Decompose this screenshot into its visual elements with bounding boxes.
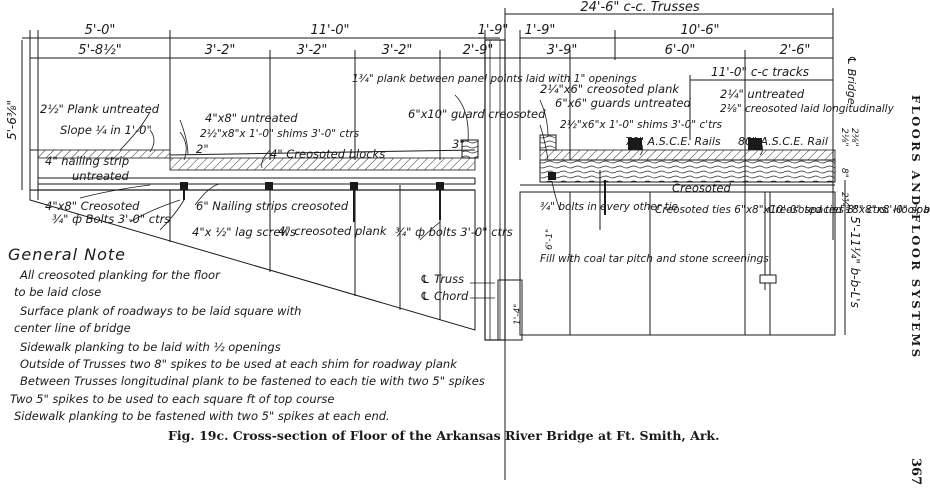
label-slope: Slope ¼ in 1'-0" xyxy=(60,123,152,137)
running-head-text: FLOORS AND FLOOR SYSTEMS xyxy=(909,95,923,360)
leader-lines xyxy=(79,94,763,299)
label-ties-b: Creosoted ties 8"x8"x8'-0" spaced 18" ct… xyxy=(768,204,930,216)
deck-structure xyxy=(29,39,836,341)
dim-bridge-cl: ℄ Bridge xyxy=(845,55,858,104)
dim-mid-b: 1'-9" xyxy=(525,23,556,38)
dim-row2-4: 2'-9" xyxy=(463,43,494,58)
dim-row2-5: 3'-9" xyxy=(547,43,578,58)
dim-height-right: 5'-11¼" b-b-L's xyxy=(848,216,862,308)
label-plank-untreated: 2½" Plank untreated xyxy=(40,102,160,116)
label-untreated-4x8: 4"x8" untreated xyxy=(205,111,298,125)
dim-top-span: 24'-6" c-c. Trusses xyxy=(580,0,699,15)
label-rails-70: 70" A.S.C.E. Rails xyxy=(625,135,721,148)
dim-mid-a: 1'-9" xyxy=(478,23,509,38)
label-guards-untreated: 6"x6" guards untreated xyxy=(555,96,692,110)
dim-right-a: 10'-6" xyxy=(680,23,719,38)
dim-height-left: 5'-6⅜" xyxy=(5,100,19,140)
general-note-line: Two 5" spikes to be used to each square … xyxy=(10,392,335,406)
dim-left-b: 11'-0" xyxy=(310,23,349,38)
label-two-inch: 2" xyxy=(196,142,209,156)
running-head: FLOORS AND FLOOR SYSTEMS xyxy=(903,95,927,360)
label-untreated: untreated xyxy=(72,169,130,183)
general-note-title: General Note xyxy=(8,245,127,264)
label-untreated-right: 2¼" untreated xyxy=(720,87,805,101)
general-note-line: All creosoted planking for the floor xyxy=(20,268,220,282)
dim-row2-1: 3'-2" xyxy=(205,43,236,58)
label-lag-screws: 4"x ½" lag screws xyxy=(192,225,296,239)
dim-small-r1: 2⅜" xyxy=(849,128,859,147)
dim-row2-2: 3'-2" xyxy=(297,43,328,58)
dim-tracks: 11'-0" c-c tracks xyxy=(711,65,809,79)
label-fill: Fill with coal tar pitch and stone scree… xyxy=(540,253,769,265)
dimension-texts: 24'-6" c-c. Trusses 5'-0" 11'-0" 1'-9" 1… xyxy=(78,0,810,79)
figure-caption: Fig. 19c. Cross-section of Floor of the … xyxy=(168,428,720,443)
label-creosoted-laid: 2⅛" creosoted laid longitudinally xyxy=(720,103,895,115)
dim-small-r3: 2¾" xyxy=(839,192,849,211)
general-note-line: Outside of Trusses two 8" spikes to be u… xyxy=(20,357,457,371)
dim-row2-7: 2'-6" xyxy=(780,43,811,58)
label-plank-between: 1¾" plank between panel points laid with… xyxy=(352,73,637,85)
label-rails-80: 80" A.S.C.E. Rail xyxy=(738,135,828,148)
label-creosoted-blocks: 4" Creosoted blocks xyxy=(270,147,385,161)
label-creosoted-plank-top: 2¼"x6" creosoted plank xyxy=(540,82,680,96)
general-note-line: center line of bridge xyxy=(14,321,131,335)
label-creosoted-mid: Creosoted xyxy=(672,181,731,195)
label-ties-a: Creosoted ties 6"x8"x10'-0" spaced 18" c… xyxy=(655,204,930,216)
page-number-text: 367 xyxy=(908,458,923,486)
label-shims-right: 2½"x6"x 1'-0" shims 3'-0" c'trs xyxy=(560,119,723,131)
label-guard: 6"x10" guard creosoted xyxy=(408,107,546,121)
label-creosoted-4x8: 4"x8" Creosoted xyxy=(45,199,140,213)
label-creosoted-plank: 4" creosoted plank xyxy=(278,224,388,238)
drawing-labels: 2½" Plank untreated Slope ¼ in 1'-0" 4" … xyxy=(40,73,930,303)
dim-row2-3: 3'-2" xyxy=(382,43,413,58)
dim-left-a: 5'-0" xyxy=(85,23,116,38)
general-note-line: Sidewalk planking to be fastened with tw… xyxy=(14,409,390,423)
label-bolts-mid: ¾" ф bolts 3'-0" ctrs xyxy=(395,225,513,239)
label-three: 3" xyxy=(452,137,465,151)
label-nailing-strips: 6" Nailing strips creosoted xyxy=(196,199,349,213)
general-note-line: Surface plank of roadways to be laid squ… xyxy=(20,304,302,318)
dim-row2-0: 5'-8½" xyxy=(78,43,121,58)
dim-small-r2: 8" xyxy=(839,168,849,178)
label-truss: ℄ Truss xyxy=(420,272,464,286)
label-bolts-every: ¾" bolts in every other tie xyxy=(540,201,678,213)
label-nailing-strip: 4" nailing strip xyxy=(45,154,129,168)
dim-small-mid: 6'-1" xyxy=(545,229,555,250)
label-bolts-left: ¾" ф Bolts 3'-0" ctrs xyxy=(52,212,170,226)
dim-small-r0: 2⅛" xyxy=(839,128,849,147)
general-note-line: to be laid close xyxy=(14,285,102,299)
page-number: 367 xyxy=(903,458,927,498)
dim-row2-6: 6'-0" xyxy=(665,43,696,58)
label-shims: 2½"x8"x 1'-0" shims 3'-0" ctrs xyxy=(200,128,360,140)
label-chord: ℄ Chord xyxy=(420,289,469,303)
general-note-line: Between Trusses longitudinal plank to be… xyxy=(20,374,485,388)
general-note-line: Sidewalk planking to be laid with ½ open… xyxy=(20,340,281,354)
dim-small-bottom: 1'-4" xyxy=(513,304,523,325)
